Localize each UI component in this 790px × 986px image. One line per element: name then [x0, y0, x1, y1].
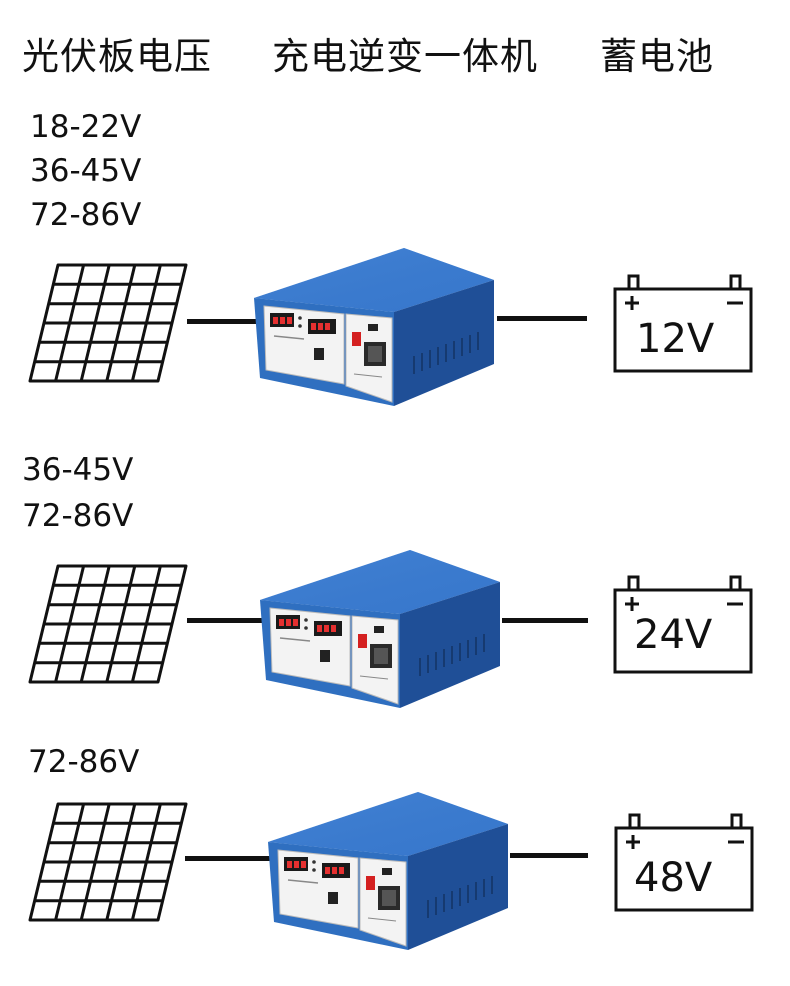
wire-inverter-battery-1 [497, 316, 587, 321]
solar-panel-icon [28, 802, 188, 922]
row1-panel-voltage-3: 72-86V [30, 193, 141, 237]
solar-panel-icon [28, 263, 188, 383]
inverter-device-icon [268, 790, 518, 950]
wire-panel-inverter-2 [187, 618, 267, 623]
row1-panel-voltage-1: 18-22V [30, 105, 141, 149]
battery-voltage-label-2: 24V [634, 612, 712, 658]
battery-voltage-label-3: 48V [634, 855, 712, 901]
battery-voltage-label-1: 12V [636, 316, 714, 362]
row2-panel-voltage-2: 72-86V [22, 494, 133, 538]
row1-panel-voltage-2: 36-45V [30, 149, 141, 193]
wire-inverter-battery-3 [510, 853, 588, 858]
inverter-device-icon [254, 246, 504, 406]
wire-panel-inverter-1 [187, 319, 259, 324]
header-solar-panel-voltage: 光伏板电压 [22, 26, 212, 80]
inverter-device-icon [260, 548, 510, 708]
row2-panel-voltage-1: 36-45V [22, 448, 133, 492]
wire-panel-inverter-3 [185, 856, 273, 861]
header-battery: 蓄电池 [600, 26, 714, 80]
row3-panel-voltage-1: 72-86V [28, 740, 139, 784]
header-charge-inverter-unit: 充电逆变一体机 [272, 26, 538, 80]
wire-inverter-battery-2 [502, 618, 588, 623]
solar-panel-icon [28, 564, 188, 684]
